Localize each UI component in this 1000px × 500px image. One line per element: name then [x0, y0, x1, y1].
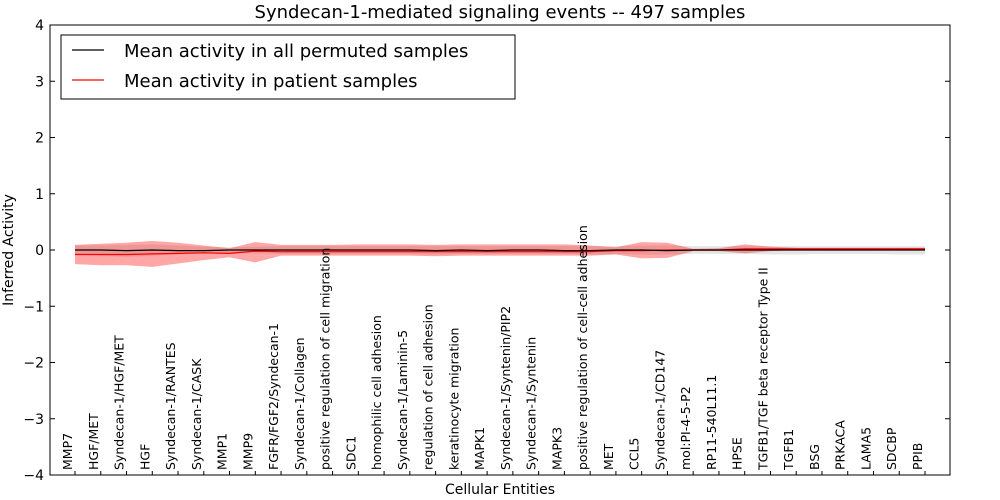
y-tick-label: −1: [23, 299, 44, 315]
category-label: keratinocyte migration: [446, 328, 461, 470]
category-label: MAPK1: [472, 427, 487, 470]
category-label: HPSE: [730, 437, 745, 470]
category-label: SDC1: [343, 436, 358, 470]
y-axis-label: Inferred Activity: [1, 194, 17, 306]
category-label: Syndecan-1/Laminin-5: [395, 330, 410, 470]
category-label: HGF: [137, 444, 152, 470]
legend-label-patient: Mean activity in patient samples: [124, 71, 418, 92]
series-lines: [75, 248, 925, 256]
category-label: MAPK3: [549, 427, 564, 470]
category-labels: MMP7 HGF/MET Syndecan-1/HGF/MET HGF Syndecan…: [60, 225, 926, 475]
category-label: Syndecan-1/RANTES: [163, 342, 178, 470]
category-label: PRKACA: [833, 420, 848, 470]
category-label: Syndecan-1/HGF/MET: [112, 335, 127, 470]
line-series-0: [75, 249, 925, 252]
legend-label-permuted: Mean activity in all permuted samples: [124, 41, 468, 62]
category-label: homophilic cell adhesion: [369, 315, 384, 470]
category-label: mol:PI-4-5-P2: [678, 386, 693, 470]
category-label: Syndecan-1/Syntenin: [524, 337, 539, 470]
y-axis: −4 −3 −2 −1 0 1 2 3 4: [23, 18, 950, 484]
category-label: CCL5: [627, 438, 642, 470]
category-label: MMP1: [215, 433, 230, 470]
chart-title: Syndecan-1-mediated signaling events -- …: [255, 2, 746, 23]
category-label: regulation of cell adhesion: [421, 304, 436, 470]
y-tick-label: −2: [23, 356, 44, 372]
category-label: HGF/MET: [86, 413, 101, 470]
category-label: PPIB: [910, 443, 925, 470]
category-label: TGFB1/TGF beta receptor Type II: [756, 267, 771, 471]
category-label: LAMA5: [859, 427, 874, 470]
category-label: MMP7: [60, 433, 75, 470]
line-series-1: [75, 248, 925, 256]
category-label: Syndecan-1/CD147: [652, 350, 667, 470]
y-tick-label: 0: [35, 243, 44, 259]
category-label: SDCBP: [884, 427, 899, 470]
legend-box: [60, 34, 516, 100]
category-label: FGFR/FGF2/Syndecan-1: [266, 323, 281, 470]
category-label: RP11-540L11.1: [704, 375, 719, 470]
y-tick-label: −4: [23, 468, 44, 484]
category-label: positive regulation of cell-cell adhesio…: [575, 225, 590, 470]
y-tick-label: 2: [35, 131, 44, 147]
category-label: Syndecan-1/CASK: [189, 358, 204, 470]
y-tick-label: −3: [23, 412, 44, 428]
y-tick-label: 4: [35, 18, 44, 34]
category-label: MET: [601, 443, 616, 470]
legend: Mean activity in all permuted samples Me…: [60, 34, 516, 100]
band-series-1: [75, 241, 925, 267]
category-label: BSG: [807, 444, 822, 470]
category-label: TGFB1: [781, 429, 796, 471]
y-tick-label: 3: [35, 74, 44, 90]
category-label: positive regulation of cell migration: [318, 248, 333, 470]
x-axis-label: Cellular Entities: [445, 482, 555, 498]
category-label: Syndecan-1/Collagen: [292, 337, 307, 470]
category-label: Syndecan-1/Syntenin/PIP2: [498, 306, 513, 470]
category-label: MMP9: [240, 433, 255, 470]
y-tick-label: 1: [35, 187, 44, 203]
